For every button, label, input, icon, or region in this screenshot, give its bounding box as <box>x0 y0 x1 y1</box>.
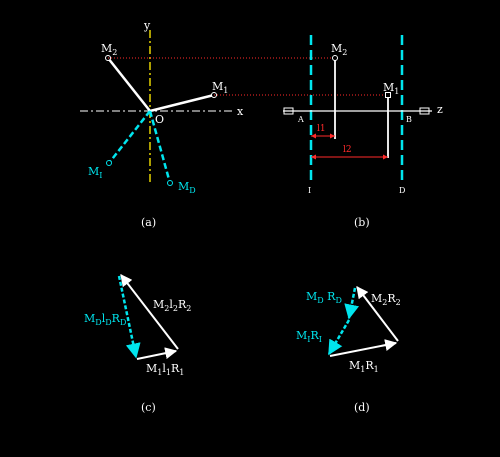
vector-m1l1r1 <box>136 347 178 360</box>
point-b-label: B <box>406 115 412 124</box>
l2-label: l2 <box>343 145 352 155</box>
caption-b: (b) <box>354 216 370 229</box>
panel-a: y x O M2 M1 MI MD (a) <box>80 19 388 229</box>
vector-m2l2r2 <box>120 274 179 350</box>
panel-c: M2l2R2 MDlDRD M1l1R1 (c) <box>84 274 191 414</box>
arm-m1 <box>149 93 215 113</box>
mdrd-label: MD RD <box>306 290 342 305</box>
m1-point-b <box>385 92 391 98</box>
vector-mdrd <box>344 287 360 320</box>
z-axis-label: z <box>437 103 443 116</box>
plane-i-label: I <box>308 186 311 195</box>
l1-arrow-right <box>330 133 335 139</box>
y-axis-label: y <box>143 19 151 32</box>
caption-a: (a) <box>141 216 156 229</box>
m2l2r2-label: M2l2R2 <box>153 298 191 313</box>
m2-label-b: M2 <box>331 42 347 57</box>
md-point <box>167 180 173 186</box>
m2-point-b <box>332 55 338 61</box>
m1-label-b: M1 <box>383 81 399 96</box>
l1-arrow-left <box>311 133 316 139</box>
m2r2-label: M2R2 <box>371 292 401 307</box>
mirl-label: MIRI <box>296 329 322 344</box>
panel-d: MD RD M2R2 MIRI M1R1 (d) <box>296 286 401 414</box>
point-a-label: A <box>297 115 304 124</box>
caption-d: (d) <box>354 401 370 414</box>
l1-label: l1 <box>317 124 326 134</box>
bearing-left <box>283 107 294 115</box>
vector-mdldrd <box>117 275 141 359</box>
origin-label: O <box>155 113 164 126</box>
bearing-right <box>419 107 430 115</box>
plane-d-label: D <box>399 186 405 195</box>
md-label: MD <box>178 180 196 195</box>
x-axis-label: x <box>237 105 244 118</box>
caption-c: (c) <box>141 401 156 414</box>
mdldrd-label: MDlDRD <box>84 312 126 327</box>
arm-md <box>148 110 172 184</box>
arm-mi <box>108 110 151 164</box>
m1-label: M1 <box>212 80 228 95</box>
l2-arrow-left <box>311 154 316 160</box>
m1r1-label: M1R1 <box>349 359 379 374</box>
mi-label: MI <box>88 165 102 180</box>
vector-m2r2 <box>356 286 399 342</box>
mi-point <box>106 160 112 166</box>
l2-arrow-right <box>383 154 388 160</box>
m1l1r1-label: M1l1R1 <box>146 362 184 377</box>
panel-b: z M2 M1 A B l1 l2 I D (b) <box>283 35 443 229</box>
arm-m2 <box>107 57 151 112</box>
m2-label: M2 <box>101 42 117 57</box>
vector-mirl <box>327 319 351 356</box>
vector-m1r1 <box>329 339 398 357</box>
